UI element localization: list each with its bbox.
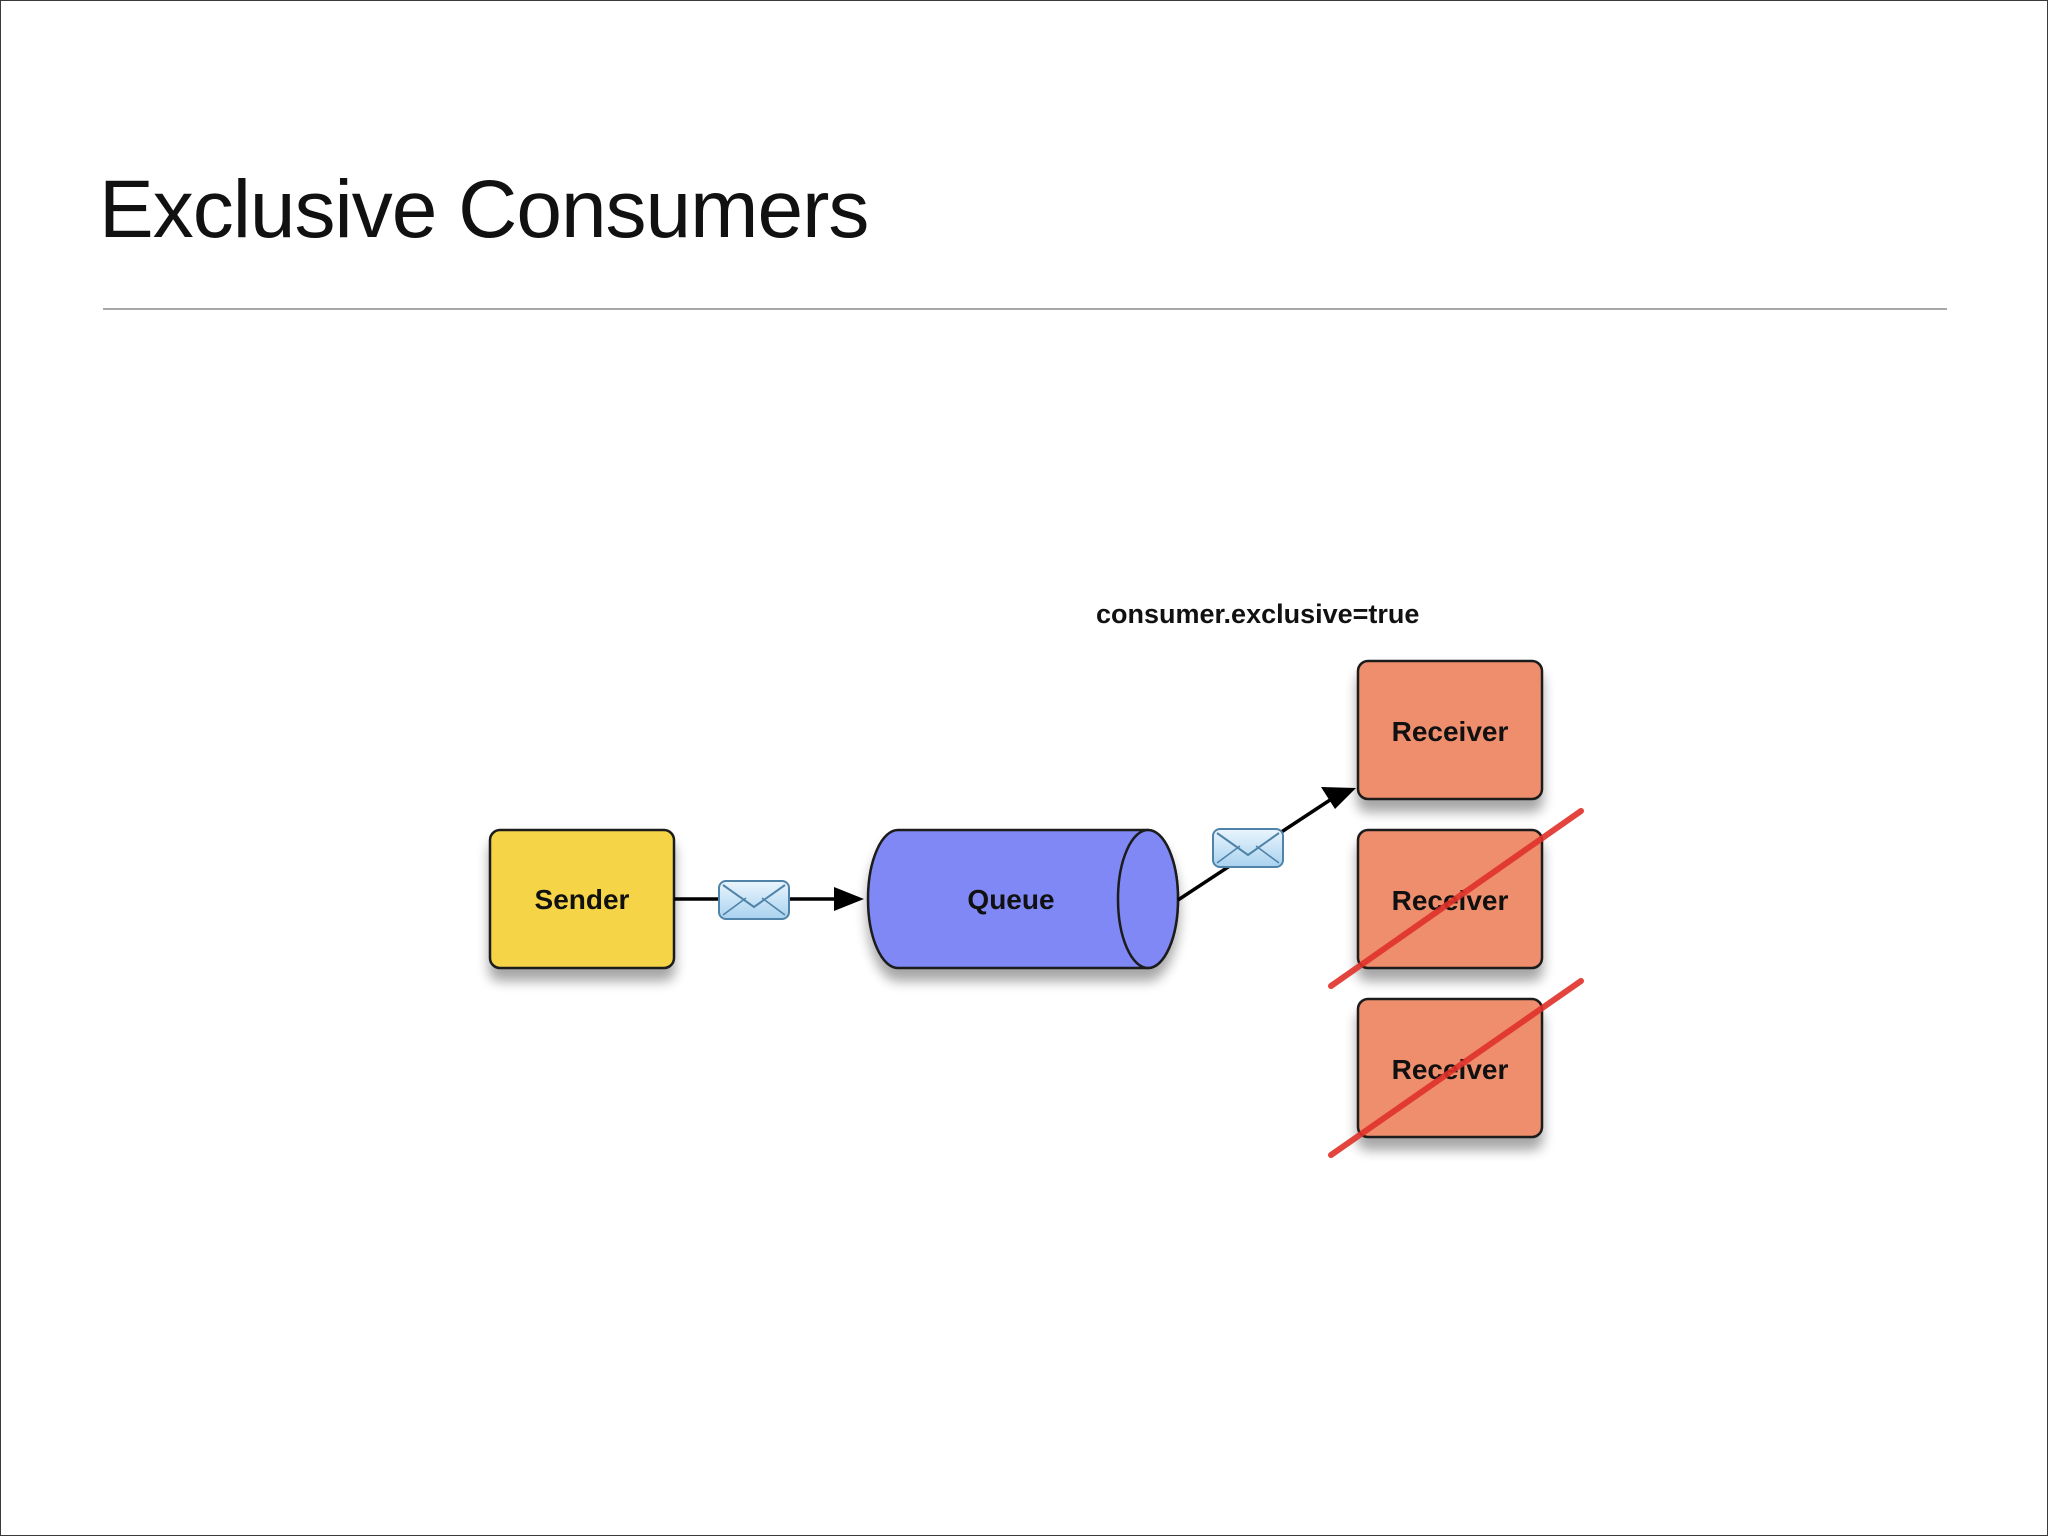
- envelope-icon: [1212, 828, 1284, 868]
- queue-label: Queue: [967, 884, 1054, 915]
- receiver-node: [1356, 659, 1544, 801]
- receiver-label: Receiver: [1392, 716, 1509, 747]
- strike-mark: [1328, 978, 1584, 1158]
- sender-label: Sender: [535, 884, 630, 915]
- exclusive-annotation: consumer.exclusive=true: [1096, 599, 1419, 629]
- strike-mark: [1328, 808, 1584, 989]
- title-divider: [103, 308, 1947, 310]
- envelope-icon: [718, 880, 790, 920]
- slide-title: Exclusive Consumers: [99, 164, 869, 255]
